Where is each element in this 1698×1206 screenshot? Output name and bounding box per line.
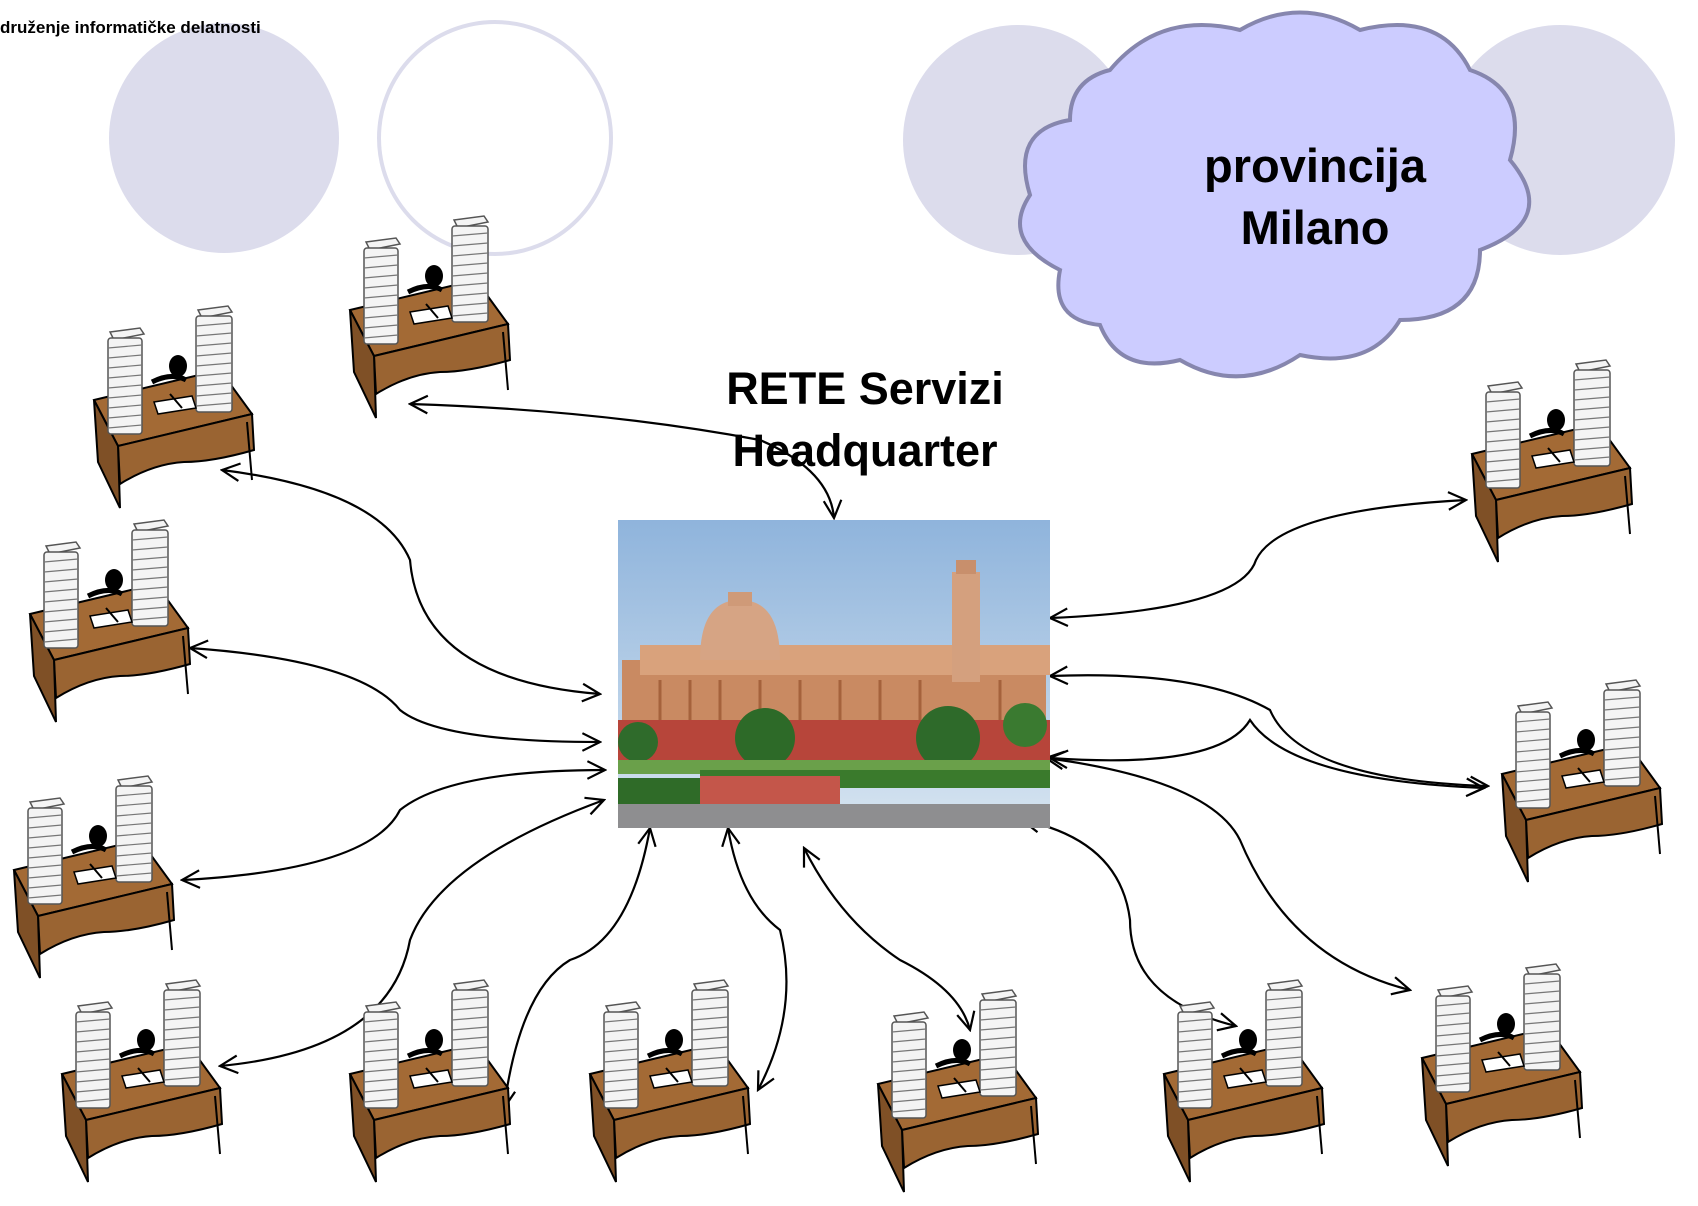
- headquarter-building-image: [618, 520, 1050, 828]
- office-desk-icon: [1472, 360, 1632, 562]
- office-desk-icon: [878, 990, 1038, 1192]
- cloud-shape: [1018, 10, 1532, 379]
- headquarter-title-line2: Headquarter: [732, 425, 998, 476]
- cloud-label: provincija Milano: [1150, 135, 1480, 259]
- office-desk-icon: [1502, 680, 1662, 882]
- office-desk-icon: [1164, 980, 1324, 1182]
- office-desk-icon: [1422, 964, 1582, 1166]
- office-desk-icon: [14, 776, 174, 978]
- organization-header: druženje informatičke delatnosti: [0, 18, 261, 37]
- headquarter-title: RETE Servizi Headquarter: [700, 358, 1030, 482]
- office-desk-icon: [30, 520, 190, 722]
- office-desk-icon: [94, 306, 254, 508]
- headquarter-title-line1: RETE Servizi: [726, 363, 1004, 414]
- connection-arrows: [182, 404, 1488, 1108]
- cloud-label-line2: Milano: [1240, 201, 1390, 254]
- decor-circle-1: [109, 23, 339, 253]
- office-desk-icon: [350, 980, 510, 1182]
- office-desk-icon: [590, 980, 750, 1182]
- decor-circle-2: [377, 20, 613, 256]
- office-desk-icon: [350, 216, 510, 418]
- office-desk-icon: [62, 980, 222, 1182]
- cloud-label-line1: provincija: [1203, 139, 1426, 192]
